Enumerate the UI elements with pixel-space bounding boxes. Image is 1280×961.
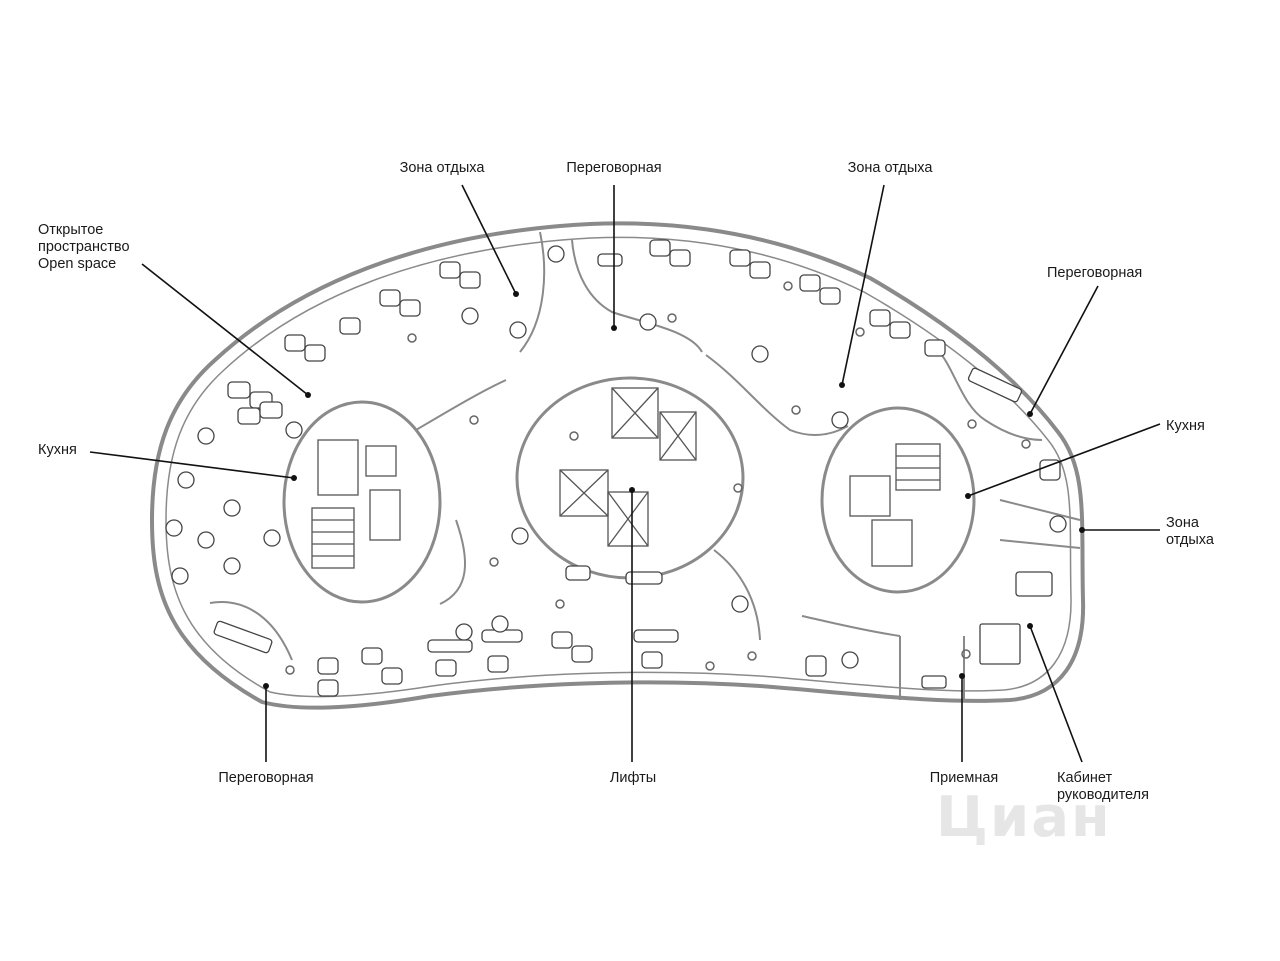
partitions — [209, 231, 1081, 700]
round-tables — [165, 245, 1067, 669]
label-kitchen-right: Кухня — [1166, 418, 1205, 434]
label-rest-zone-top-right: Зона отдыха — [847, 160, 933, 176]
label-kitchen-left: Кухня — [38, 442, 77, 458]
core-details — [311, 387, 941, 569]
label-rest-zone-left: Зона отдыха — [399, 160, 485, 176]
label-meeting-top: Переговорная — [566, 160, 662, 176]
label-rest-zone-right-1: Зона — [1166, 515, 1199, 531]
label-meeting-bottom: Переговорная — [218, 770, 314, 786]
label-reception: Приемная — [929, 770, 999, 786]
left-core — [282, 400, 442, 604]
label-rest-zone-right-2: отдыха — [1166, 532, 1214, 548]
label-open-space-2: пространство — [38, 239, 130, 255]
furniture — [213, 239, 1061, 697]
label-open-space-3: Open space — [38, 256, 117, 272]
leader-lines — [89, 184, 1161, 763]
watermark-logo: Циан — [936, 785, 1112, 850]
label-head-office-2: руководителя — [1057, 787, 1149, 803]
label-elevators: Лифты — [609, 770, 657, 786]
building-outline — [149, 221, 1086, 710]
label-meeting-right: Переговорная — [1047, 265, 1143, 281]
label-head-office-1: Кабинет — [1057, 770, 1113, 786]
label-open-space-1: Открытое — [38, 222, 104, 238]
right-core — [820, 406, 976, 594]
columns — [285, 281, 1031, 675]
